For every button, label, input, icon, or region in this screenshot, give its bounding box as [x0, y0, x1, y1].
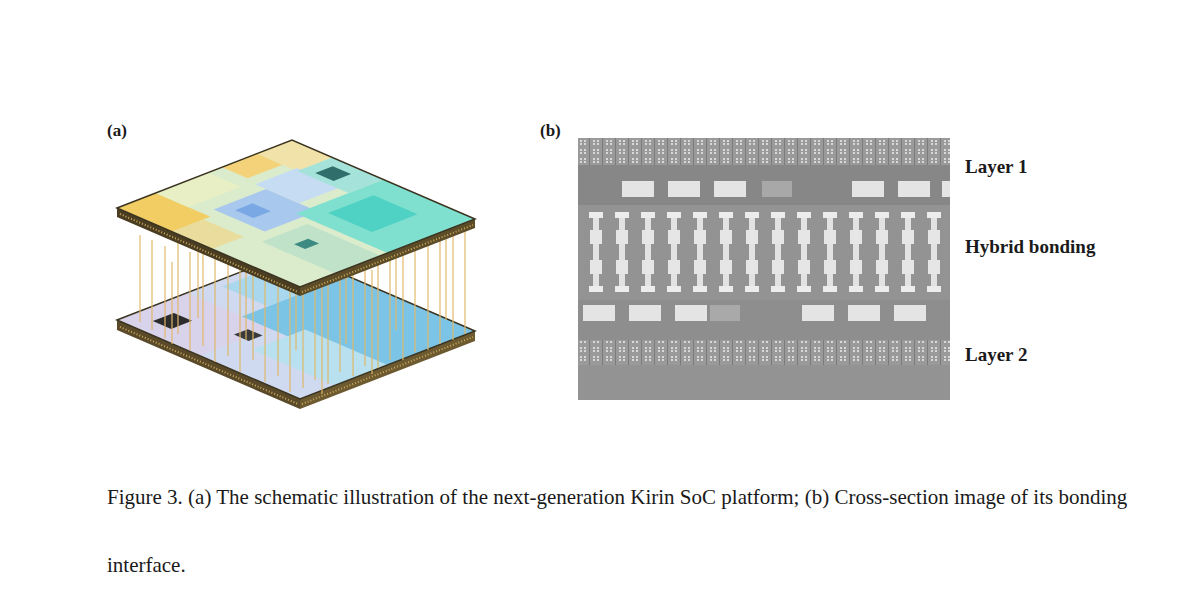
top-die	[117, 140, 475, 296]
layer-label: Layer 2	[965, 344, 1027, 366]
figure-caption: Figure 3. (a) The schematic illustration…	[107, 463, 1157, 599]
layer-label: Hybrid bonding	[965, 236, 1095, 258]
panel-label: (b)	[540, 121, 561, 141]
sem-cross-section	[578, 138, 950, 400]
panel-label: (a)	[107, 121, 127, 141]
layer-label: Layer 1	[965, 156, 1027, 178]
